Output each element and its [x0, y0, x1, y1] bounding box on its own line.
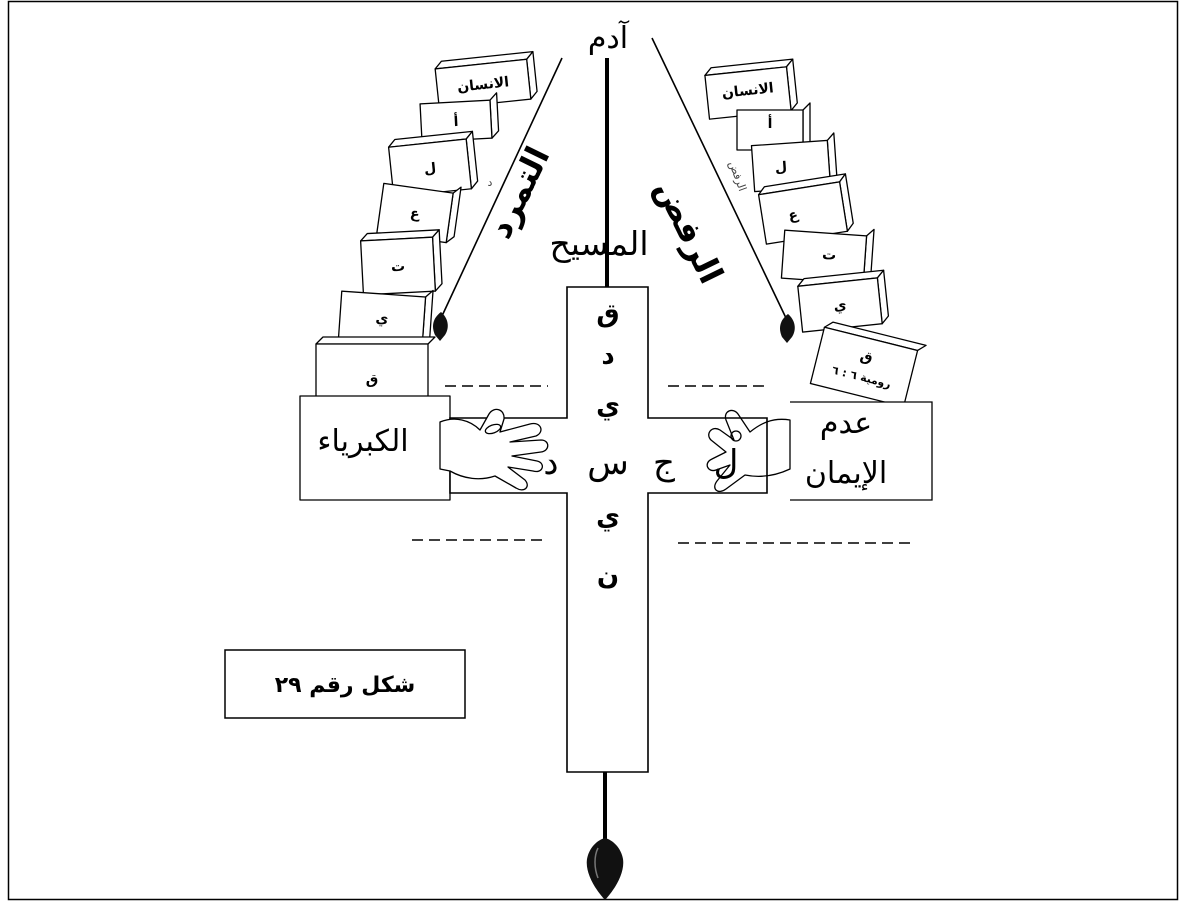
- caption-box: [224, 649, 466, 719]
- cross-vertical-letter: ن: [597, 561, 619, 591]
- left-brick: ل: [387, 130, 479, 198]
- left-brick-label: ق: [366, 372, 379, 388]
- right-tower: الانسان أ ل ع ت ي: [704, 58, 927, 408]
- plumb-bob-icon: [586, 838, 624, 900]
- right-arrow-note: الرفض: [726, 159, 749, 193]
- left-base-brick: [299, 395, 451, 501]
- cross-vertical-letter: ق: [596, 299, 619, 329]
- right-brick-label: ع: [787, 207, 800, 225]
- right-brick: ت: [780, 228, 875, 285]
- left-brick-label: ي: [375, 311, 389, 329]
- cross-shape: [449, 286, 768, 773]
- left-brick-label: أ: [453, 112, 459, 130]
- right-brick-label: ت: [822, 247, 837, 264]
- cross-center-letter: س: [587, 443, 629, 483]
- cross-horizontal-letter: د: [543, 443, 558, 483]
- frame-border: [7, 0, 1179, 901]
- cross-horizontal-letter: ج: [653, 443, 675, 483]
- right-base-label-line2: الإيمان: [805, 456, 887, 491]
- right-brick: ي: [797, 269, 890, 333]
- right-arrow-label: الرفض: [647, 173, 732, 290]
- right-brick: الانسان: [704, 58, 798, 120]
- left-arrow-line: [441, 57, 563, 317]
- right-hand-icon: [706, 409, 791, 493]
- left-brick: أ: [419, 92, 500, 143]
- left-brick: ق: [315, 336, 436, 401]
- right-base-brick: [790, 401, 933, 501]
- right-arrow-head-icon: [780, 314, 795, 343]
- left-base-label: الكبرياء: [317, 424, 408, 459]
- right-brick-label: ل: [774, 159, 787, 176]
- cross-vertical-letter: د: [601, 341, 614, 371]
- cross-vertical-letter: ي: [596, 502, 620, 532]
- plumb-bob-highlight: [594, 847, 599, 879]
- right-brick-label: ي: [833, 297, 848, 315]
- right-base-label-line1: عدم: [820, 406, 872, 441]
- left-brick-label: ع: [409, 205, 422, 222]
- cross-vertical-letter: ي: [596, 391, 620, 421]
- caption-text: شكل رقم ٢٩: [275, 673, 416, 698]
- right-brick-label: الانسان: [721, 80, 774, 101]
- nail-icon: [730, 430, 742, 442]
- right-brick: ع: [757, 173, 854, 245]
- left-hand-icon: [439, 408, 549, 491]
- nail-icon: [484, 423, 502, 435]
- left-arrow-note: د: [488, 176, 493, 189]
- right-brick-label: أ: [768, 114, 773, 132]
- left-brick: ت: [359, 229, 443, 296]
- center-label-christ: المسيح: [550, 224, 649, 263]
- left-brick: ع: [376, 182, 462, 244]
- left-brick-label: ت: [391, 259, 406, 276]
- right-arrow-line: [651, 37, 787, 319]
- left-arrow-label: التمرد: [480, 140, 558, 245]
- right-brick-label: ق: [858, 348, 874, 367]
- left-brick: الانسان: [434, 50, 538, 110]
- left-brick-label: الانسان: [456, 74, 509, 95]
- left-brick-label: ل: [423, 160, 437, 177]
- cross-horizontal-letter: ل: [714, 443, 739, 483]
- left-arrow-head-icon: [433, 312, 448, 341]
- right-brick: ق رومية ٦ : ٦: [809, 321, 927, 408]
- top-label-adam: آدم: [588, 20, 630, 56]
- left-tower: الانسان أ ل ع ت ي: [315, 50, 538, 401]
